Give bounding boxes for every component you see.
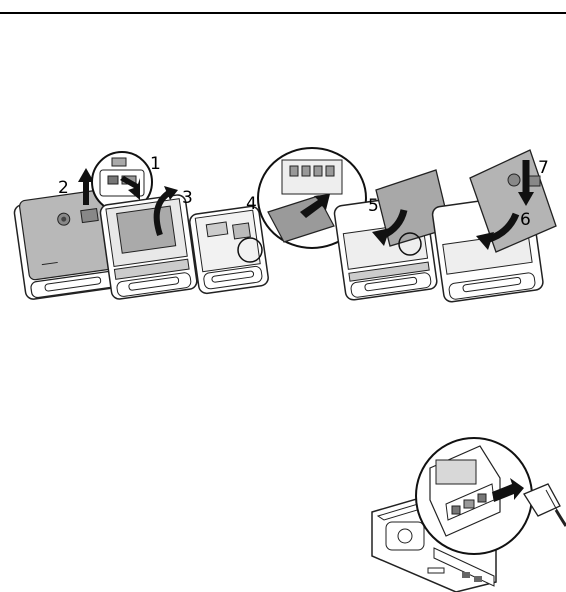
detail-charger-port [416, 438, 532, 554]
